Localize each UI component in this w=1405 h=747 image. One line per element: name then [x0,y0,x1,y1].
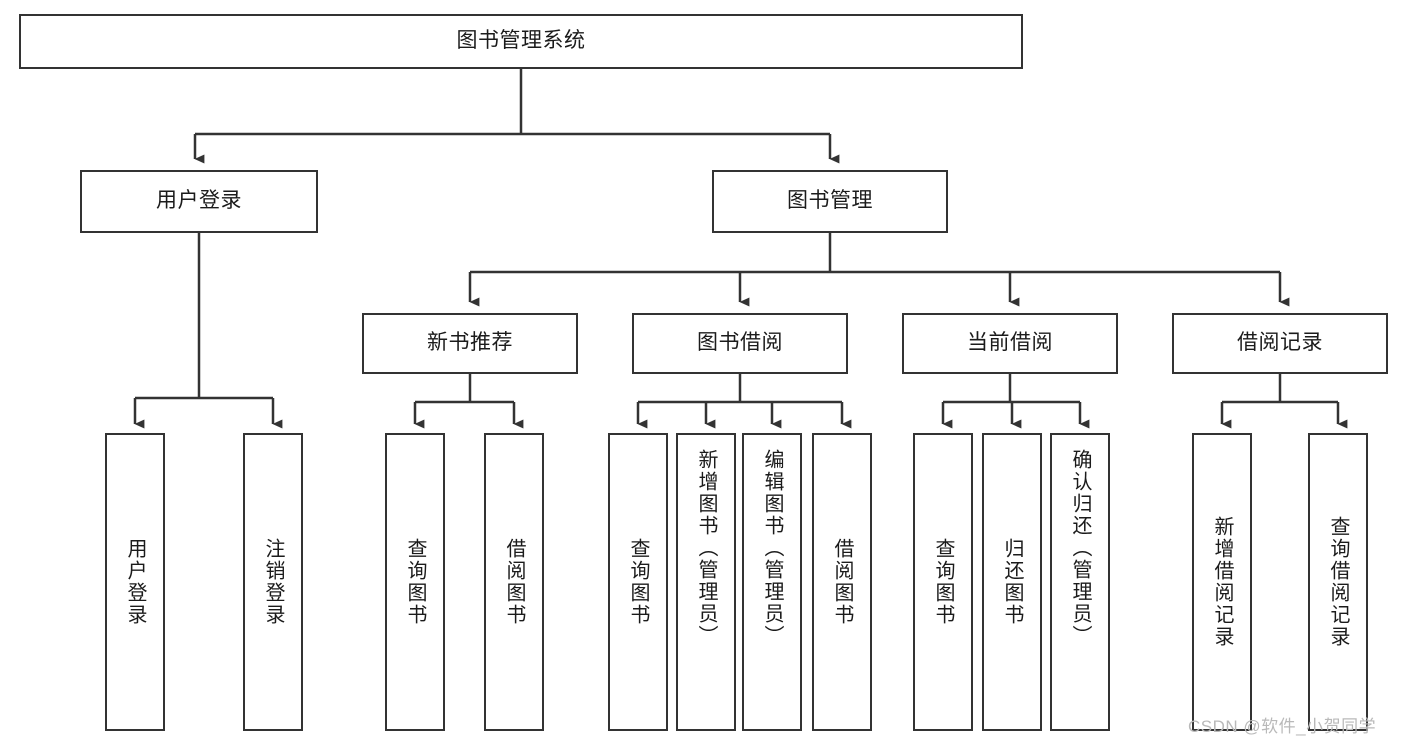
node-label: 查询图书 [932,538,954,626]
node-user-login[interactable]: 用户登录 [80,170,318,233]
leaf-query-book-current[interactable]: 查询图书 [913,433,973,731]
leaf-borrow-book[interactable]: 借阅图书 [812,433,872,731]
leaf-return-book[interactable]: 归还图书 [982,433,1042,731]
node-label: 编辑图书（管理员） [761,449,783,647]
leaf-query-book-borrow[interactable]: 查询图书 [608,433,668,731]
node-label: 查询图书 [627,538,649,626]
leaf-confirm-return-admin[interactable]: 确认归还（管理员） [1050,433,1110,731]
node-borrow-record[interactable]: 借阅记录 [1172,313,1388,374]
leaf-borrow-book-recommend[interactable]: 借阅图书 [484,433,544,731]
node-book-management[interactable]: 图书管理 [712,170,948,233]
leaf-user-login[interactable]: 用户登录 [105,433,165,731]
leaf-add-borrow-record[interactable]: 新增借阅记录 [1192,433,1252,731]
leaf-logout[interactable]: 注销登录 [243,433,303,731]
node-label: 图书管理 [787,189,873,213]
node-label: 图书管理系统 [456,29,586,53]
node-label: 新增借阅记录 [1211,516,1233,648]
node-label: 注销登录 [262,538,284,626]
node-label: 新书推荐 [427,331,513,355]
node-label: 借阅图书 [503,538,525,626]
leaf-query-borrow-record[interactable]: 查询借阅记录 [1308,433,1368,731]
leaf-edit-book-admin[interactable]: 编辑图书（管理员） [742,433,802,731]
node-label: 图书借阅 [697,331,783,355]
leaf-add-book-admin[interactable]: 新增图书（管理员） [676,433,736,731]
node-book-borrow[interactable]: 图书借阅 [632,313,848,374]
leaf-query-book-recommend[interactable]: 查询图书 [385,433,445,731]
node-label: 借阅图书 [831,538,853,626]
node-label: 用户登录 [156,189,242,213]
watermark-text: CSDN @软件_小贺同学 [1188,717,1377,736]
node-label: 查询图书 [404,538,426,626]
node-root-book-management-system[interactable]: 图书管理系统 [19,14,1023,69]
node-new-book-recommend[interactable]: 新书推荐 [362,313,578,374]
node-label: 借阅记录 [1237,331,1323,355]
node-label: 新增图书（管理员） [695,449,717,647]
node-label: 确认归还（管理员） [1069,449,1091,647]
node-label: 归还图书 [1001,538,1023,626]
node-label: 当前借阅 [967,331,1053,355]
node-label: 查询借阅记录 [1327,516,1349,648]
node-label: 用户登录 [124,538,146,626]
node-current-borrow[interactable]: 当前借阅 [902,313,1118,374]
